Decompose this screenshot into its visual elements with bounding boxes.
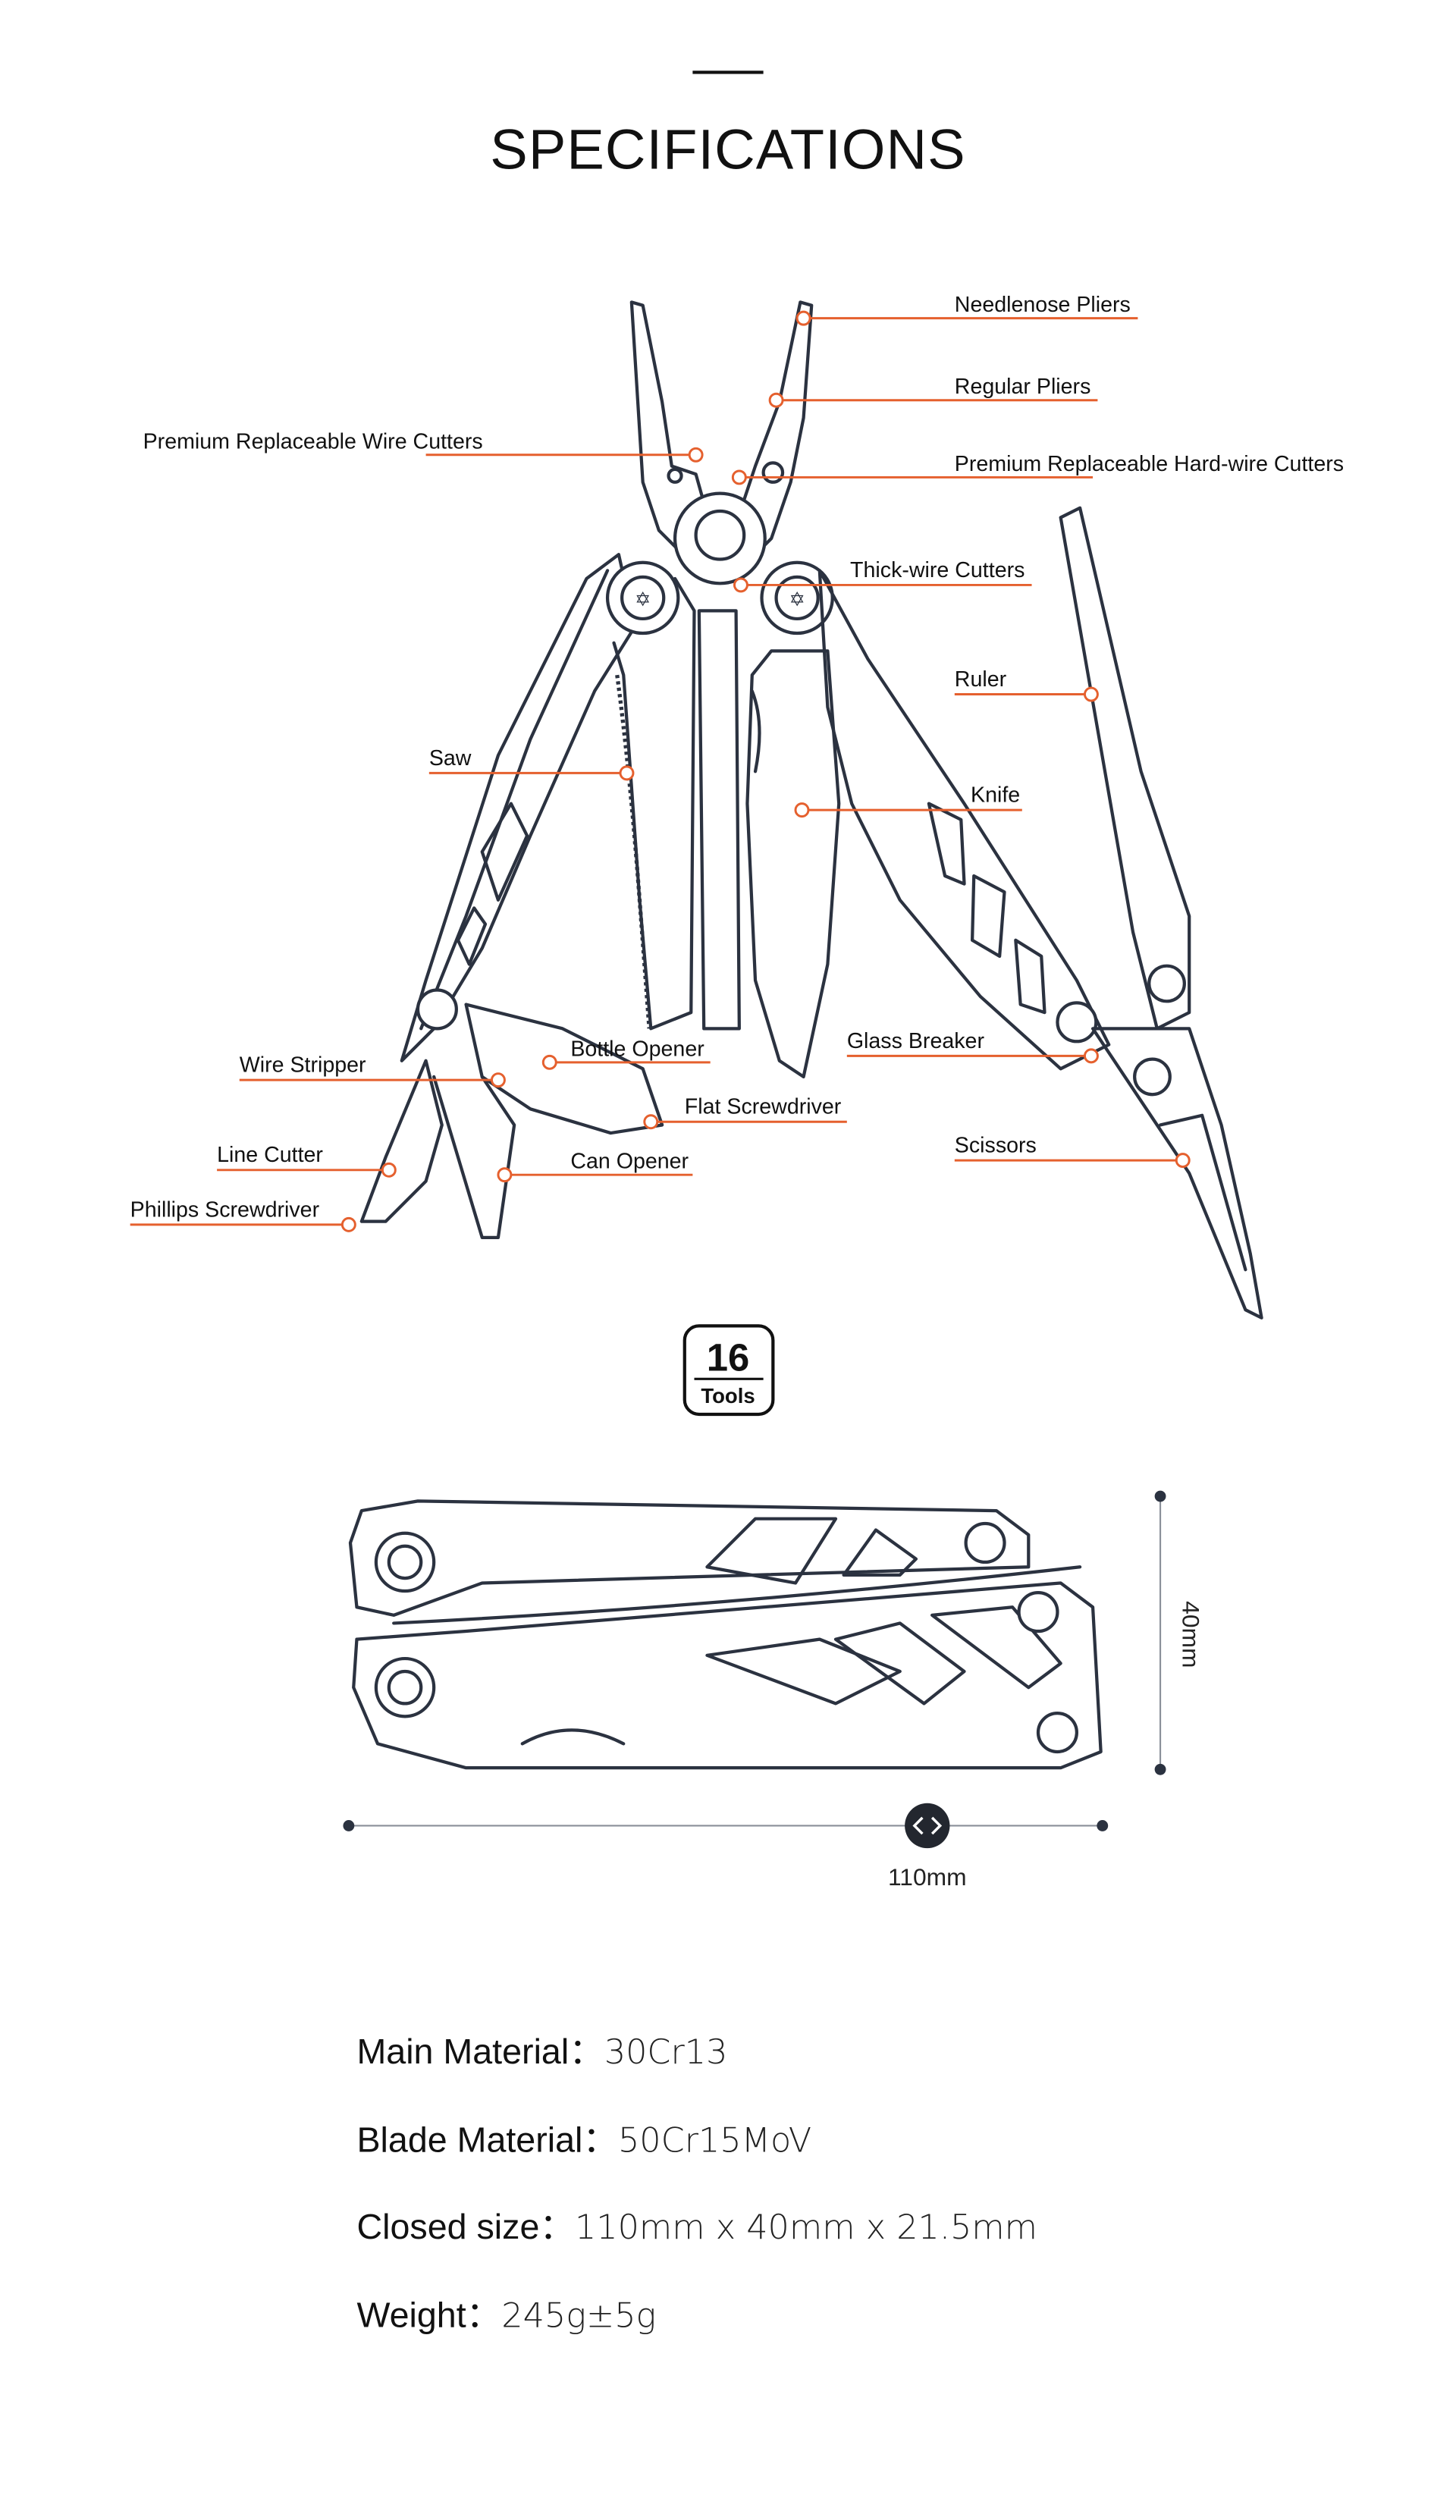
svg-text:16: 16 <box>707 1336 750 1379</box>
torx-screw-icon: ✡ <box>635 589 651 610</box>
spec-main-material: Main Material：30Cr13 <box>356 2032 727 2072</box>
callout-hard-wire-cutters: Premium Replaceable Hard-wire Cutters <box>731 452 1344 485</box>
svg-text:Premium Replaceable Hard-wire: Premium Replaceable Hard-wire Cutters <box>955 452 1344 476</box>
callout-glass-breaker: Glass Breaker <box>847 1029 1099 1064</box>
callout-knife: Knife <box>794 783 1022 818</box>
height-dimension: 40mm <box>1154 1490 1205 1775</box>
callout-scissors: Scissors <box>954 1134 1191 1169</box>
spec-blade-material: Blade Material：50Cr15MoV <box>356 2120 811 2161</box>
torx-screw-icon: ✡ <box>789 589 805 610</box>
svg-text:Tools: Tools <box>701 1384 755 1407</box>
spec-list: Main Material：30Cr13 Blade Material：50Cr… <box>356 2032 1037 2336</box>
svg-text:Scissors: Scissors <box>955 1134 1037 1158</box>
height-value: 40mm <box>1178 1601 1205 1668</box>
closed-multitool-illustration <box>348 1499 1103 1770</box>
svg-text:Needlenose Pliers: Needlenose Pliers <box>955 293 1131 317</box>
svg-text:Ruler: Ruler <box>955 667 1007 692</box>
svg-text:Bottle Opener: Bottle Opener <box>570 1037 704 1061</box>
callout-bottle-opener: Bottle Opener <box>541 1037 711 1070</box>
open-multitool-illustration: ✡ ✡ <box>359 300 1263 1320</box>
tool-count-badge: 16 Tools <box>682 1324 775 1417</box>
callout-wire-stripper: Wire Stripper <box>239 1053 506 1088</box>
callout-regular-pliers: Regular Pliers <box>768 375 1098 408</box>
spec-closed-size: Closed size：110mm x 40mm x 21.5mm <box>356 2207 1037 2247</box>
svg-text:Wire Stripper: Wire Stripper <box>240 1053 366 1078</box>
svg-text:Line Cutter: Line Cutter <box>217 1143 323 1167</box>
callouts: Needlenose Pliers Regular Pliers Premium… <box>130 293 1344 1232</box>
svg-text:Can Opener: Can Opener <box>570 1150 689 1174</box>
svg-text:Knife: Knife <box>971 783 1020 808</box>
svg-text:Thick-wire Cutters: Thick-wire Cutters <box>850 558 1025 582</box>
callout-thick-wire-cutters: Thick-wire Cutters <box>733 558 1032 593</box>
callout-line-cutter: Line Cutter <box>217 1143 397 1178</box>
page-title: SPECIFICATIONS <box>490 118 965 181</box>
svg-text:Glass Breaker: Glass Breaker <box>847 1029 985 1053</box>
svg-text:Premium Replaceable Wire Cutte: Premium Replaceable Wire Cutters <box>143 429 483 453</box>
callout-phillips-screwdriver: Phillips Screwdriver <box>130 1197 356 1232</box>
callout-flat-screwdriver: Flat Screwdriver <box>643 1095 847 1130</box>
svg-text:Regular Pliers: Regular Pliers <box>955 375 1091 399</box>
spec-weight: Weight：245g±5g <box>356 2296 656 2336</box>
expand-arrows-icon <box>905 1803 950 1849</box>
callout-needlenose-pliers: Needlenose Pliers <box>795 293 1138 326</box>
callout-can-opener: Can Opener <box>497 1150 693 1183</box>
svg-text:Saw: Saw <box>429 746 472 770</box>
svg-text:Flat Screwdriver: Flat Screwdriver <box>685 1095 842 1119</box>
callout-wire-cutters: Premium Replaceable Wire Cutters <box>143 429 704 463</box>
callout-ruler: Ruler <box>954 667 1099 702</box>
svg-text:Phillips Screwdriver: Phillips Screwdriver <box>130 1197 320 1222</box>
width-dimension: 110mm <box>343 1803 1109 1891</box>
callout-saw: Saw <box>428 746 635 781</box>
width-value: 110mm <box>888 1863 967 1891</box>
